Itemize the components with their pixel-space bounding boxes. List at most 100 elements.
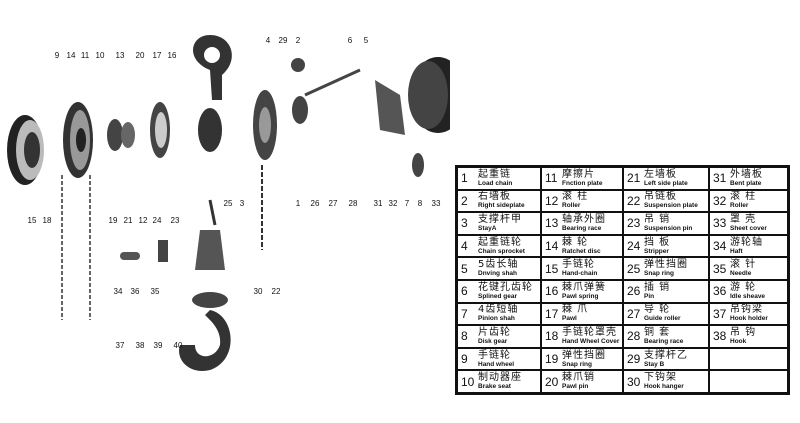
part-number: 17 bbox=[545, 306, 559, 321]
part-name-en: StayA bbox=[478, 224, 497, 232]
callout-30: 30 bbox=[253, 287, 263, 296]
part-name-cn: 左墙板 bbox=[644, 168, 677, 180]
part-number: 30 bbox=[627, 374, 641, 389]
callout-10: 10 bbox=[95, 51, 105, 60]
part-name-en: Suspension plate bbox=[644, 202, 698, 210]
part-name-cn: 滚 柱 bbox=[730, 191, 757, 203]
parts-illustration bbox=[7, 35, 466, 371]
part-number: 16 bbox=[545, 284, 559, 299]
part-name-en: Roller bbox=[730, 202, 749, 210]
part-number: 26 bbox=[627, 284, 641, 299]
part-name-en: Ratchet disc bbox=[562, 247, 601, 255]
part-name-cn: 片齿轮 bbox=[478, 326, 511, 338]
part-name-cn: 罩 壳 bbox=[730, 213, 757, 225]
part-name-cn: 手链轮 bbox=[478, 349, 511, 361]
callout-37: 37 bbox=[115, 341, 125, 350]
part-number: 21 bbox=[627, 171, 641, 186]
ratchet-and-brake bbox=[107, 102, 170, 158]
part-name-en: Pawl spring bbox=[562, 292, 599, 300]
part-name-cn: 铜 套 bbox=[644, 326, 671, 338]
part-number: 2 bbox=[461, 193, 468, 208]
callout-18: 18 bbox=[42, 216, 52, 225]
callout-33: 33 bbox=[431, 199, 441, 208]
callout-14: 14 bbox=[66, 51, 76, 60]
part-name-cn: 外墙板 bbox=[730, 168, 763, 180]
callout-24: 24 bbox=[152, 216, 162, 225]
part-name-en: Chain sprocket bbox=[478, 247, 525, 255]
part-name-cn: 花键孔齿轮 bbox=[478, 281, 533, 293]
part-name-cn: 制动器座 bbox=[478, 372, 522, 384]
part-name-en: Splined gear bbox=[478, 292, 518, 300]
part-name-en: Dnving shah bbox=[478, 270, 518, 278]
part-number: 33 bbox=[713, 216, 727, 231]
part-name-en: Pin bbox=[644, 292, 655, 300]
callout-20: 20 bbox=[135, 51, 145, 60]
part-name-cn: 吊 销 bbox=[644, 213, 671, 225]
part-name-en: Needle bbox=[730, 270, 752, 278]
part-number: 11 bbox=[545, 171, 558, 186]
part-number: 1 bbox=[461, 171, 468, 186]
callout-23: 23 bbox=[170, 216, 180, 225]
top-hook bbox=[193, 35, 232, 100]
callout-2: 2 bbox=[295, 36, 301, 45]
part-name-en: Load chain bbox=[478, 179, 513, 187]
callout-7: 7 bbox=[404, 199, 410, 208]
callout-22: 22 bbox=[271, 287, 281, 296]
callout-5: 5 bbox=[363, 36, 369, 45]
part-name-cn: 右墙板 bbox=[478, 191, 511, 203]
part-name-cn: 插 销 bbox=[644, 281, 671, 293]
part-name-cn: 手链轮罩壳 bbox=[562, 326, 617, 338]
callout-27: 27 bbox=[328, 199, 338, 208]
part-name-cn: 游 轮 bbox=[730, 281, 757, 293]
part-name-en: Snap ring bbox=[562, 360, 592, 368]
callout-40: 40 bbox=[173, 341, 183, 350]
part-name-en: Idle sheave bbox=[730, 292, 766, 300]
callout-12: 12 bbox=[138, 216, 148, 225]
part-name-cn: 4齿短轴 bbox=[478, 304, 519, 316]
part-number: 31 bbox=[713, 171, 727, 186]
part-name-en: Haft bbox=[730, 247, 743, 255]
part-name-en: Pawl pin bbox=[562, 383, 589, 391]
part-name-cn: 起重链 bbox=[478, 168, 511, 180]
callout-9: 9 bbox=[54, 51, 60, 60]
part-name-en: Roller bbox=[562, 202, 581, 210]
sprocket-and-plates bbox=[198, 58, 361, 160]
part-name-en: Pinion shah bbox=[478, 315, 515, 323]
part-number: 18 bbox=[545, 329, 559, 344]
callout-25: 25 bbox=[223, 199, 233, 208]
